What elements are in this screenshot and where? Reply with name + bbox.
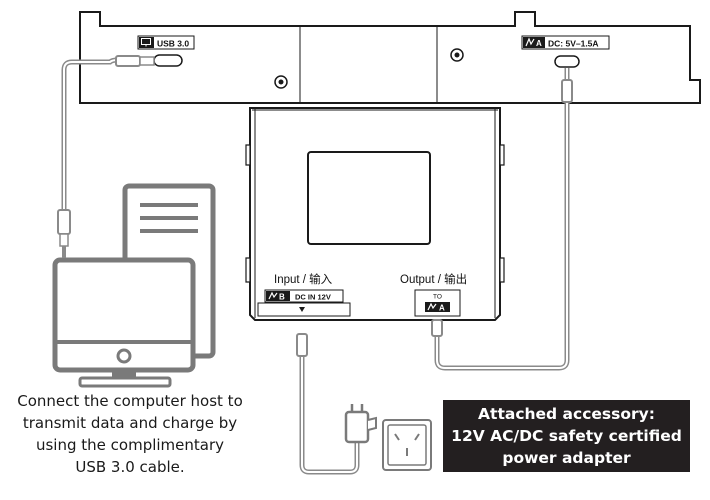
accessory-line: power adapter (502, 449, 631, 467)
wall-outlet-icon (382, 419, 432, 471)
dc-plug-icon (431, 319, 443, 337)
dc-port-label-group: A DC: 5V–1.5A (521, 35, 610, 50)
power-adapter-icon (344, 404, 377, 444)
dc-plug-icon (296, 333, 308, 357)
input-port-badge: B (279, 293, 285, 302)
caption-line: Connect the computer host to (17, 392, 243, 410)
screw-icon (450, 48, 464, 62)
caption-line: using the complimentary (35, 436, 225, 454)
input-port-label-group: B DC IN 12V (264, 289, 344, 303)
input-cable (296, 333, 360, 475)
usb-port-label-group: USB 3.0 (137, 35, 195, 50)
power-adapter-icon (525, 37, 535, 47)
usb-port-label: USB 3.0 (157, 39, 189, 49)
output-port-label-group: TO A (414, 289, 461, 317)
output-port-label: TO (433, 294, 442, 301)
usb-cable (57, 55, 155, 247)
accessory-line: 12V AC/DC safety certified (451, 427, 682, 445)
dc-port-label: DC: 5V–1.5A (548, 39, 599, 49)
accessory-box: Attached accessory: 12V AC/DC safety cer… (443, 400, 690, 472)
dc-port (554, 55, 580, 68)
dc-port-badge: A (536, 39, 542, 48)
arrow-down-icon (299, 307, 305, 312)
caption-line: USB 3.0 cable. (75, 458, 185, 476)
output-port-badge: A (439, 304, 445, 313)
screw-icon (274, 75, 288, 89)
top-panel: USB 3.0 A DC: 5V–1.5A (79, 11, 701, 104)
output-cable (431, 68, 573, 371)
device-window (307, 151, 431, 245)
dc-plug-icon (561, 79, 573, 103)
power-adapter-icon (268, 291, 278, 300)
caption-line: transmit data and charge by (22, 414, 238, 432)
accessory-line: Attached accessory: (478, 405, 655, 423)
output-label: Output / 输出 (400, 272, 467, 286)
instruction-caption: Connect the computer host to transmit da… (0, 390, 260, 478)
usb-plug-icon (57, 209, 71, 235)
monitor-icon (141, 38, 151, 47)
power-adapter-icon (427, 302, 437, 311)
input-label: Input / 输入 (274, 272, 333, 286)
usb-plug-icon (115, 55, 141, 67)
usb-port (153, 54, 183, 67)
device-body: Input / 输入 B DC IN 12V Output / 输出 TO A (245, 107, 505, 321)
monitor-icon (52, 257, 196, 388)
input-port-label: DC IN 12V (295, 293, 331, 302)
